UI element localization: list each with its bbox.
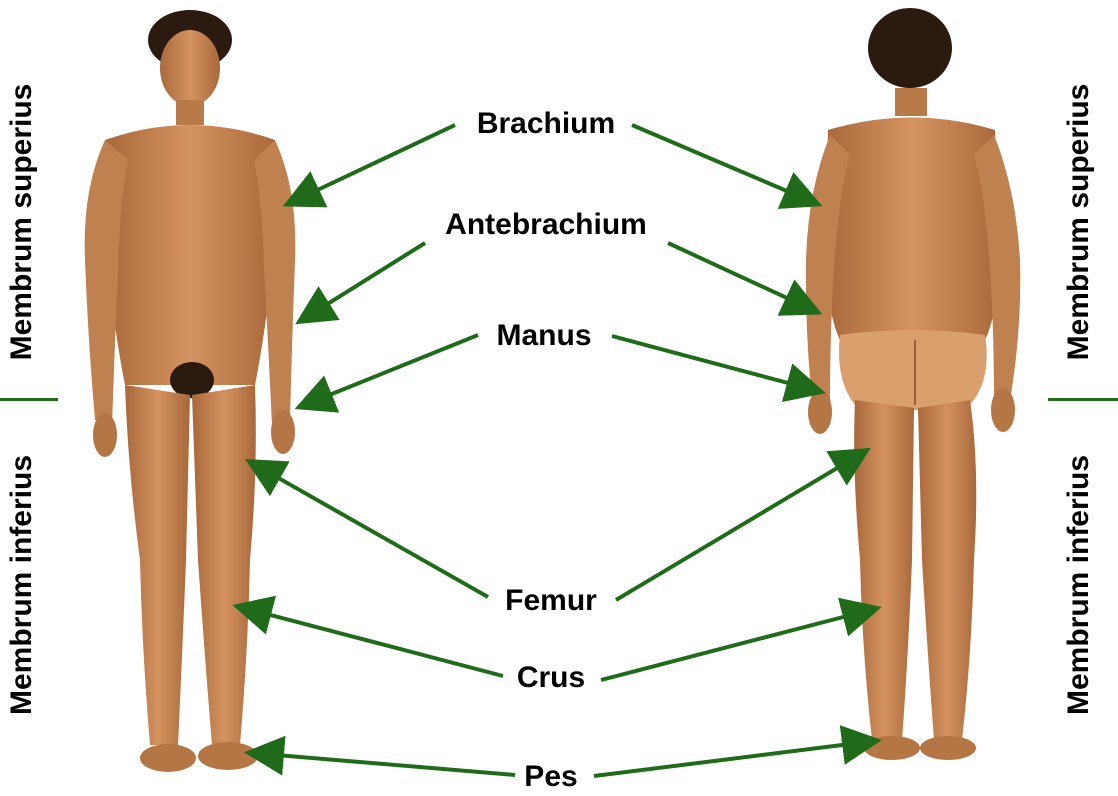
right-upper-limb-label: Membrum superius [1062, 83, 1095, 361]
front-neck [176, 100, 204, 125]
front-right-arm [84, 140, 128, 425]
back-torso [825, 117, 1000, 340]
back-right-foot [920, 736, 976, 760]
back-right-hand [991, 388, 1015, 432]
crus-label: Crus [516, 661, 586, 694]
front-torso [105, 125, 275, 385]
arrow-brachium-back [631, 123, 823, 209]
arrow-brachium-front [282, 123, 456, 208]
antebrachium-label: Antebrachium [445, 208, 647, 241]
back-figure [805, 8, 1021, 760]
femur-label: Femur [505, 584, 597, 617]
arrow-antebrachium-back [667, 241, 823, 316]
left-upper-limb-label: Membrum superius [5, 83, 38, 361]
pes-label: Pes [524, 760, 578, 793]
left-lower-limb-label: Membrum inferius [5, 454, 38, 716]
right-lower-limb-label: Membrum inferius [1062, 454, 1095, 716]
arrow-group [232, 123, 882, 778]
arrow-manus-front [294, 333, 479, 413]
front-left-foot [198, 742, 258, 770]
front-left-arm [254, 140, 296, 425]
arrow-manus-back [611, 334, 826, 403]
arrow-antebrachium-front [295, 241, 427, 325]
arrow-crus-front [232, 595, 504, 678]
back-right-leg [918, 400, 977, 740]
brachium-label: Brachium [476, 107, 616, 140]
back-right-arm [974, 135, 1021, 404]
front-left-leg [192, 385, 256, 745]
front-head [160, 30, 220, 106]
front-figure [84, 10, 296, 772]
back-left-hand [808, 390, 832, 434]
back-neck [895, 88, 927, 116]
front-right-leg [125, 385, 190, 745]
arrow-femur-front [245, 459, 489, 599]
back-buttocks [839, 330, 987, 410]
left-region-divider [0, 398, 58, 401]
front-right-foot [140, 744, 196, 772]
front-left-hand [271, 410, 295, 454]
back-hair [868, 8, 952, 88]
manus-label: Manus [496, 319, 592, 352]
arrow-pes-back [593, 725, 882, 778]
right-region-divider [1048, 398, 1118, 401]
arrow-femur-back [614, 447, 871, 602]
arrow-crus-back [600, 597, 882, 682]
front-pubic-region [170, 362, 214, 398]
arrow-pes-front [244, 735, 516, 777]
front-right-hand [93, 413, 117, 457]
